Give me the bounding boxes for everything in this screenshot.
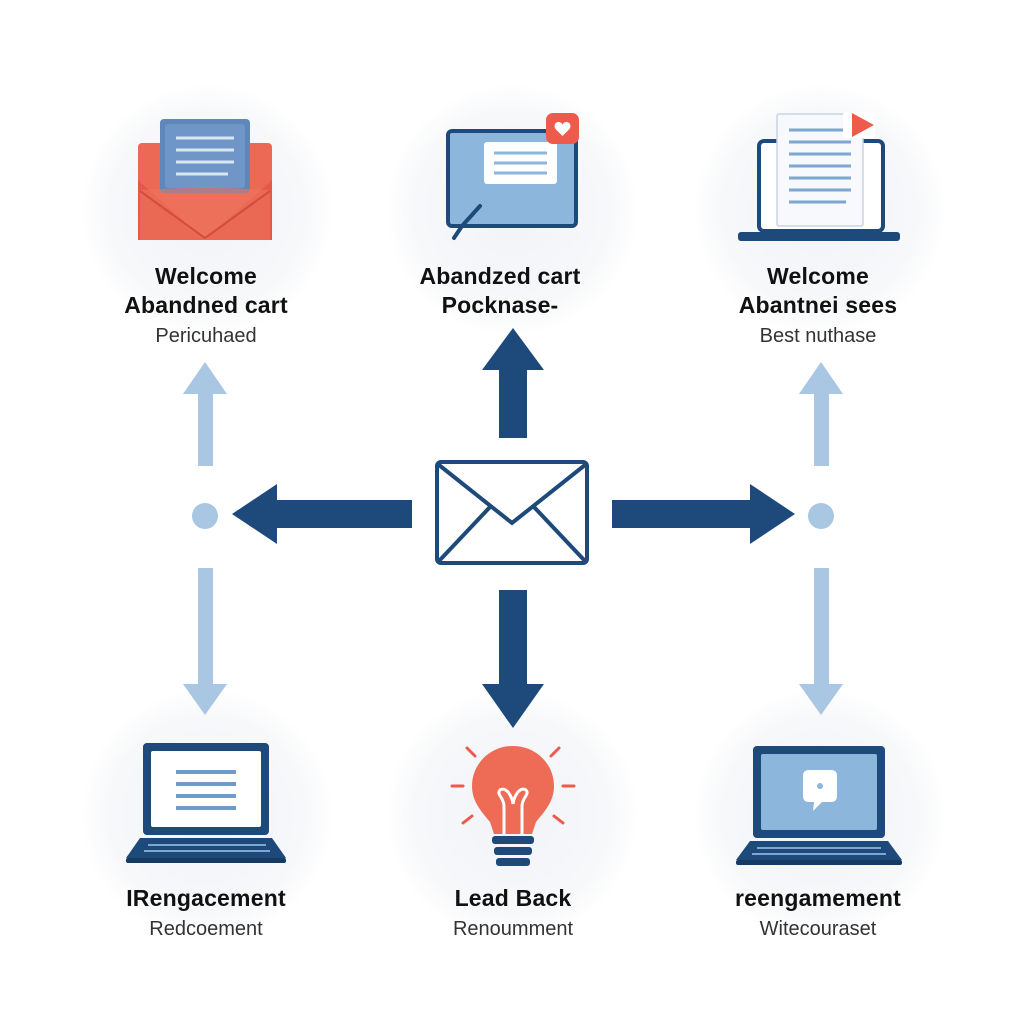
- center-left-arrow: [232, 484, 412, 544]
- lightbulb-icon: [450, 746, 576, 866]
- node-label-top-right: Welcome Abantnei sees Best nuthase: [668, 262, 968, 348]
- center-right-arrow: [612, 484, 795, 544]
- node-label-bottom-center: Lead Back Renoumment: [363, 884, 663, 941]
- node-label-bottom-right: reengamement Witecouraset: [668, 884, 968, 941]
- node-title: Welcome: [155, 263, 257, 289]
- node-title-line2: Pocknase‑: [441, 292, 559, 318]
- monitor-notification-icon: [446, 113, 579, 240]
- node-label-top-center: Abandzed cart Pocknase‑: [350, 262, 650, 320]
- node-subtitle: Witecouraset: [759, 918, 877, 940]
- node-label-bottom-left: IRengacement Redcoement: [56, 884, 356, 941]
- node-subtitle: Pericuhaed: [155, 325, 257, 347]
- laptop-chat-icon: [736, 746, 902, 865]
- right-junction-dot: [808, 503, 834, 529]
- node-subtitle: Renoumment: [452, 918, 574, 940]
- node-title: Abandzed cart: [419, 263, 581, 289]
- node-subtitle: Redcoement: [149, 918, 263, 940]
- laptop-document-icon: [738, 112, 900, 241]
- center-up-arrow: [482, 328, 544, 438]
- center-down-arrow: [482, 590, 544, 728]
- node-title: Lead Back: [454, 885, 572, 911]
- node-title: IRengacement: [126, 885, 286, 911]
- left-junction-dot: [192, 503, 218, 529]
- node-subtitle: Best nuthase: [759, 325, 877, 347]
- laptop-text-icon: [126, 743, 286, 863]
- node-title: reengamement: [734, 885, 902, 911]
- node-title-line2: Abandned cart: [124, 292, 288, 318]
- node-title-line2: Abantnei sees: [738, 292, 898, 318]
- left-up-arrow: [183, 362, 227, 466]
- open-envelope-icon: [138, 119, 272, 240]
- node-label-top-left: Welcome Abandned cart Pericuhaed: [56, 262, 356, 348]
- node-title: Welcome: [767, 263, 869, 289]
- envelope-icon: [435, 460, 589, 565]
- right-down-arrow: [799, 568, 843, 715]
- right-up-arrow: [799, 362, 843, 466]
- left-down-arrow: [183, 568, 227, 715]
